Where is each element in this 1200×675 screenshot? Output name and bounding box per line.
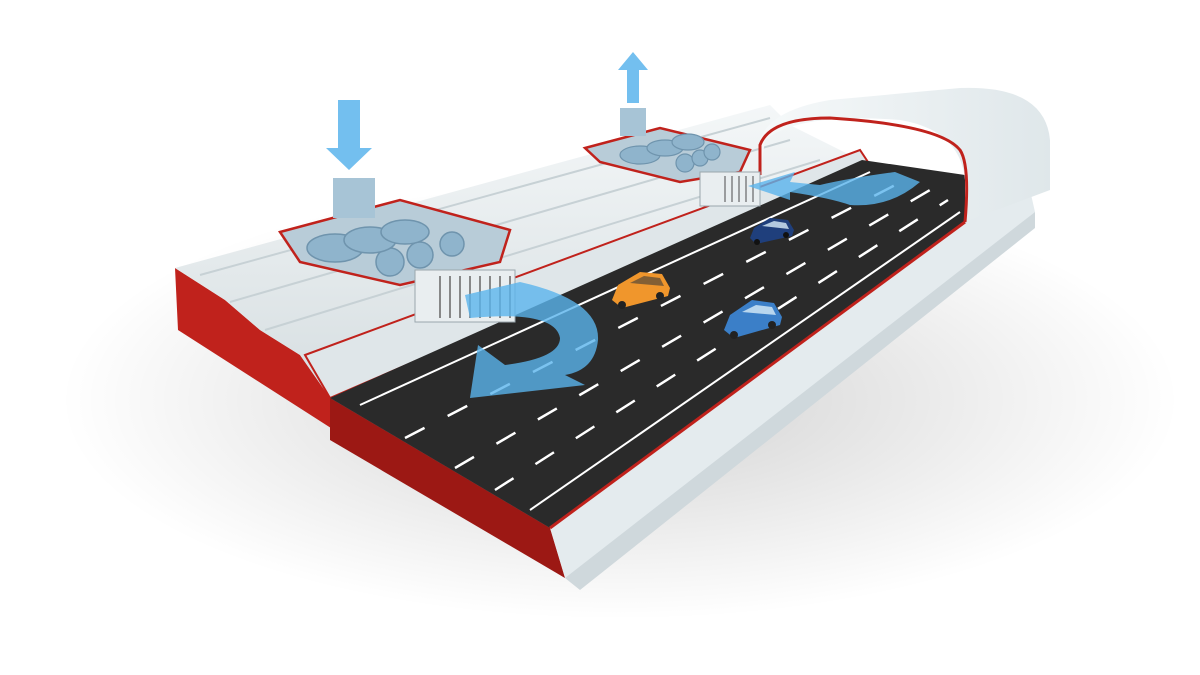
- exhaust-fan-station: [582, 108, 761, 207]
- road-edge-line: [359, 171, 871, 406]
- road-edge-line: [529, 211, 961, 511]
- airflow-curved-arrow-icon: [465, 282, 599, 398]
- exhaust-duct: [620, 108, 646, 136]
- grille-slats: [724, 176, 754, 202]
- arrow-down-icon: [326, 100, 372, 170]
- road-surface: [330, 160, 965, 528]
- right-wall-cut: [549, 220, 966, 530]
- lane-marking: [494, 198, 949, 492]
- car-navy: [750, 218, 794, 245]
- airflow-curved-arrow-icon: [748, 172, 920, 206]
- car-orange: [612, 272, 670, 309]
- tunnel-right-wall-base: [565, 212, 1035, 590]
- arrow-up-icon: [618, 52, 648, 103]
- fan-icon: [619, 133, 721, 173]
- tunnel-arch: [760, 87, 1050, 223]
- intake-fan-station: [277, 178, 516, 323]
- intake-duct: [333, 178, 375, 218]
- vent-grille: [699, 171, 761, 207]
- fan-icon: [306, 219, 465, 277]
- tunnel-right-wall: [550, 190, 1035, 578]
- cut-section-front-shade: [330, 398, 565, 578]
- tunnel-arch-cut: [758, 116, 969, 223]
- car-blue: [724, 300, 782, 339]
